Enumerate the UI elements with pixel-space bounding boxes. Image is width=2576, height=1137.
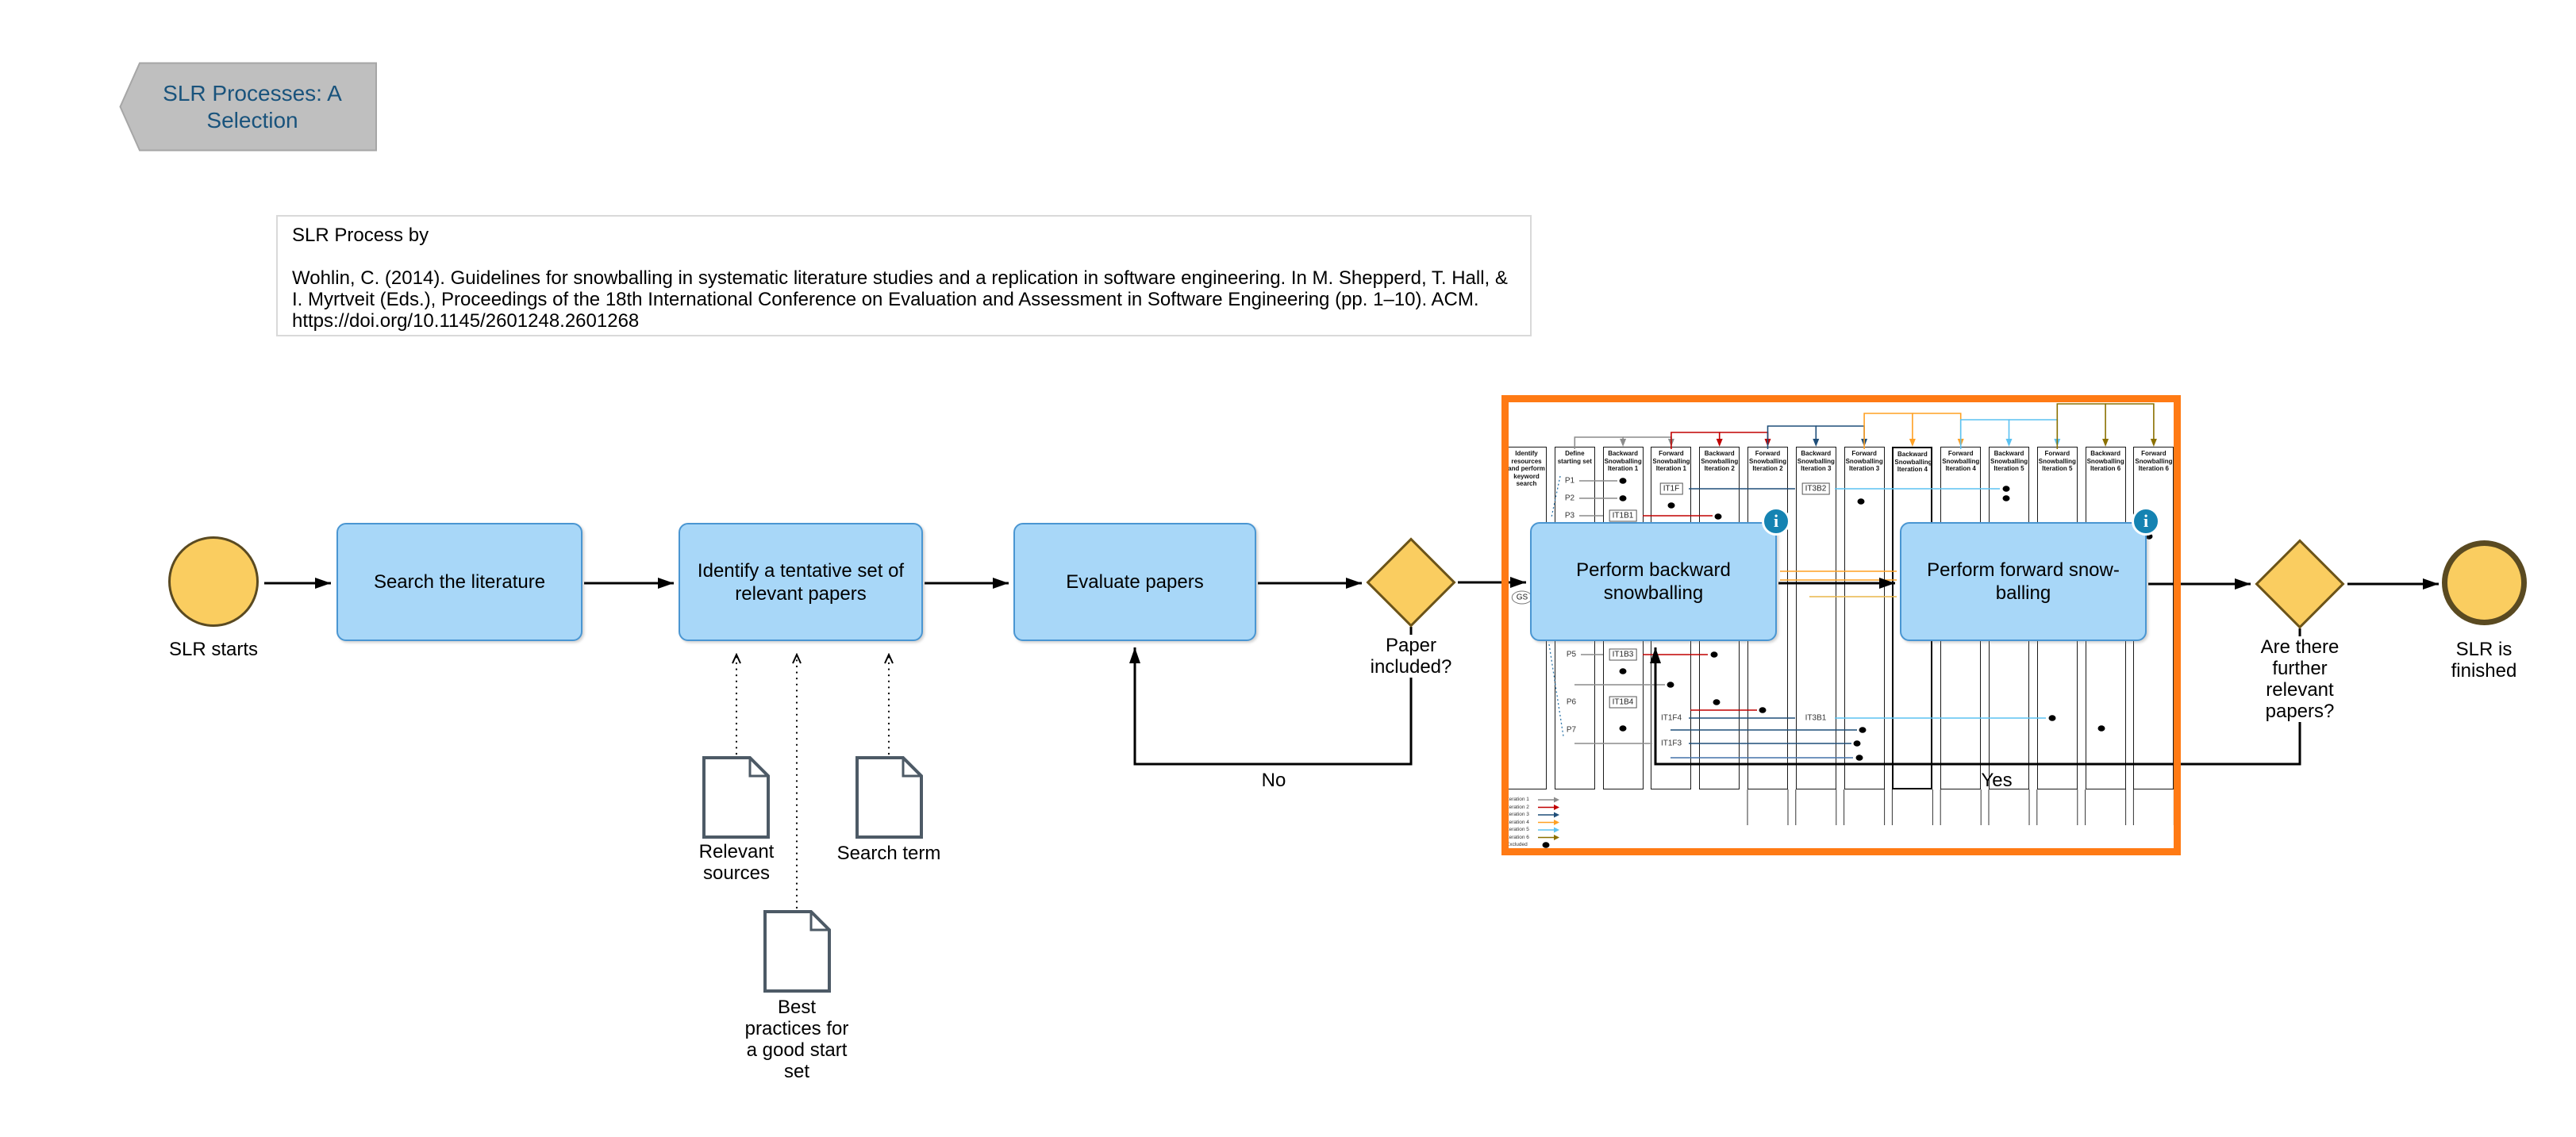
figure-legend-label: Iteration 6 — [1506, 834, 1529, 840]
figure-paper-it3b1: IT3B1 — [1803, 713, 1828, 723]
task-identify-tentative-set: Identify a tentative set of relevant pap… — [679, 523, 923, 641]
figure-legend-label: Iteration 3 — [1506, 812, 1529, 817]
figure-paper-it1f3: IT1F3 — [1659, 739, 1684, 748]
edge-label-no: No — [1261, 770, 1286, 791]
figure-column-header: Identify resources and perform keyword s… — [1508, 450, 1545, 487]
banner-shape — [119, 62, 377, 152]
gateway-further-papers-label: Are there further relevant papers? — [2248, 636, 2351, 722]
figure-paper-p2: P2 — [1563, 494, 1577, 503]
info-icon[interactable]: i — [2132, 507, 2160, 536]
citation-reference: Wohlin, C. (2014). Guidelines for snowba… — [292, 267, 1508, 332]
figure-column-header: Backward Snowballing Iteration 4 — [1894, 451, 1932, 473]
figure-paper-it1b4: IT1B4 — [1609, 696, 1637, 709]
document-relevant-sources-label: Relevant sources — [698, 841, 775, 884]
task-evaluate-papers: Evaluate papers — [1013, 523, 1256, 641]
figure-paper-p7: P7 — [1564, 725, 1578, 735]
start-event — [168, 536, 259, 627]
figure-column-header: Backward Snowballing Iteration 6 — [2086, 450, 2124, 472]
gateway-paper-included-label: Paper included? — [1348, 635, 1474, 678]
figure-paper-p1: P1 — [1563, 476, 1577, 486]
figure-paper-it1b3: IT1B3 — [1609, 648, 1637, 661]
citation-box: SLR Process by Wohlin, C. (2014). Guidel… — [276, 215, 1532, 336]
figure-legend-label: Iteration 5 — [1506, 827, 1529, 832]
figure-legend-label: Iteration 4 — [1506, 819, 1529, 825]
end-event-label: SLR is finished — [2451, 639, 2517, 682]
figure-legend-label: Iteration 2 — [1506, 804, 1529, 810]
figure-column-header: Backward Snowballing Iteration 2 — [1701, 450, 1739, 472]
figure-column-header: Forward Snowballing Iteration 5 — [2038, 450, 2076, 472]
document-best-practices — [763, 910, 831, 993]
figure-paper-it1b1: IT1B1 — [1609, 509, 1637, 522]
task-search-literature: Search the literature — [336, 523, 582, 641]
banner-arrow-shape — [119, 62, 377, 152]
figure-column-7: Backward Snowballing Iteration 3 — [1795, 447, 1836, 789]
page-title: SLR Processes: A Selection — [163, 80, 342, 133]
edge-label-yes: Yes — [1981, 770, 2013, 791]
figure-column-header: Backward Snowballing Iteration 3 — [1797, 450, 1835, 472]
figure-paper-p6: P6 — [1564, 697, 1578, 707]
figure-column-header: Forward Snowballing Iteration 3 — [1845, 450, 1883, 472]
figure-column-header: Backward Snowballing Iteration 5 — [1990, 450, 2028, 472]
document-search-term-label: Search term — [836, 843, 941, 864]
end-event — [2442, 540, 2527, 625]
figure-paper-p3: P3 — [1563, 511, 1577, 520]
figure-column-header: Forward Snowballing Iteration 1 — [1652, 450, 1690, 472]
figure-column-header: Forward Snowballing Iteration 4 — [1942, 450, 1980, 472]
info-icon[interactable]: i — [1762, 507, 1790, 536]
task-backward-snowballing: Perform backward snowballing — [1530, 522, 1777, 641]
figure-column-header: Backward Snowballing Iteration 1 — [1604, 450, 1642, 472]
start-event-label: SLR starts — [168, 639, 259, 660]
figure-legend-label: Excluded paper — [1506, 842, 1528, 853]
document-search-term — [855, 756, 923, 839]
figure-paper-it1f: IT1F — [1659, 482, 1683, 495]
citation-heading: SLR Process by — [292, 225, 429, 246]
figure-legend-label: Iteration 1 — [1506, 797, 1529, 802]
figure-paper-it1f4: IT1F4 — [1659, 713, 1684, 723]
document-best-practices-label: Best practices for a good start set — [744, 997, 849, 1082]
task-forward-snowballing: Perform forward snow-balling — [1900, 522, 2147, 641]
figure-column-header: Forward Snowballing Iteration 2 — [1749, 450, 1787, 472]
figure-paper-p5: P5 — [1564, 650, 1578, 659]
figure-column-header: Define starting set — [1557, 450, 1592, 465]
figure-column-8: Forward Snowballing Iteration 3 — [1844, 447, 1885, 789]
document-relevant-sources — [702, 756, 770, 839]
figure-paper-it3b2: IT3B2 — [1801, 482, 1830, 495]
figure-column-header: Forward Snowballing Iteration 6 — [2135, 450, 2173, 472]
